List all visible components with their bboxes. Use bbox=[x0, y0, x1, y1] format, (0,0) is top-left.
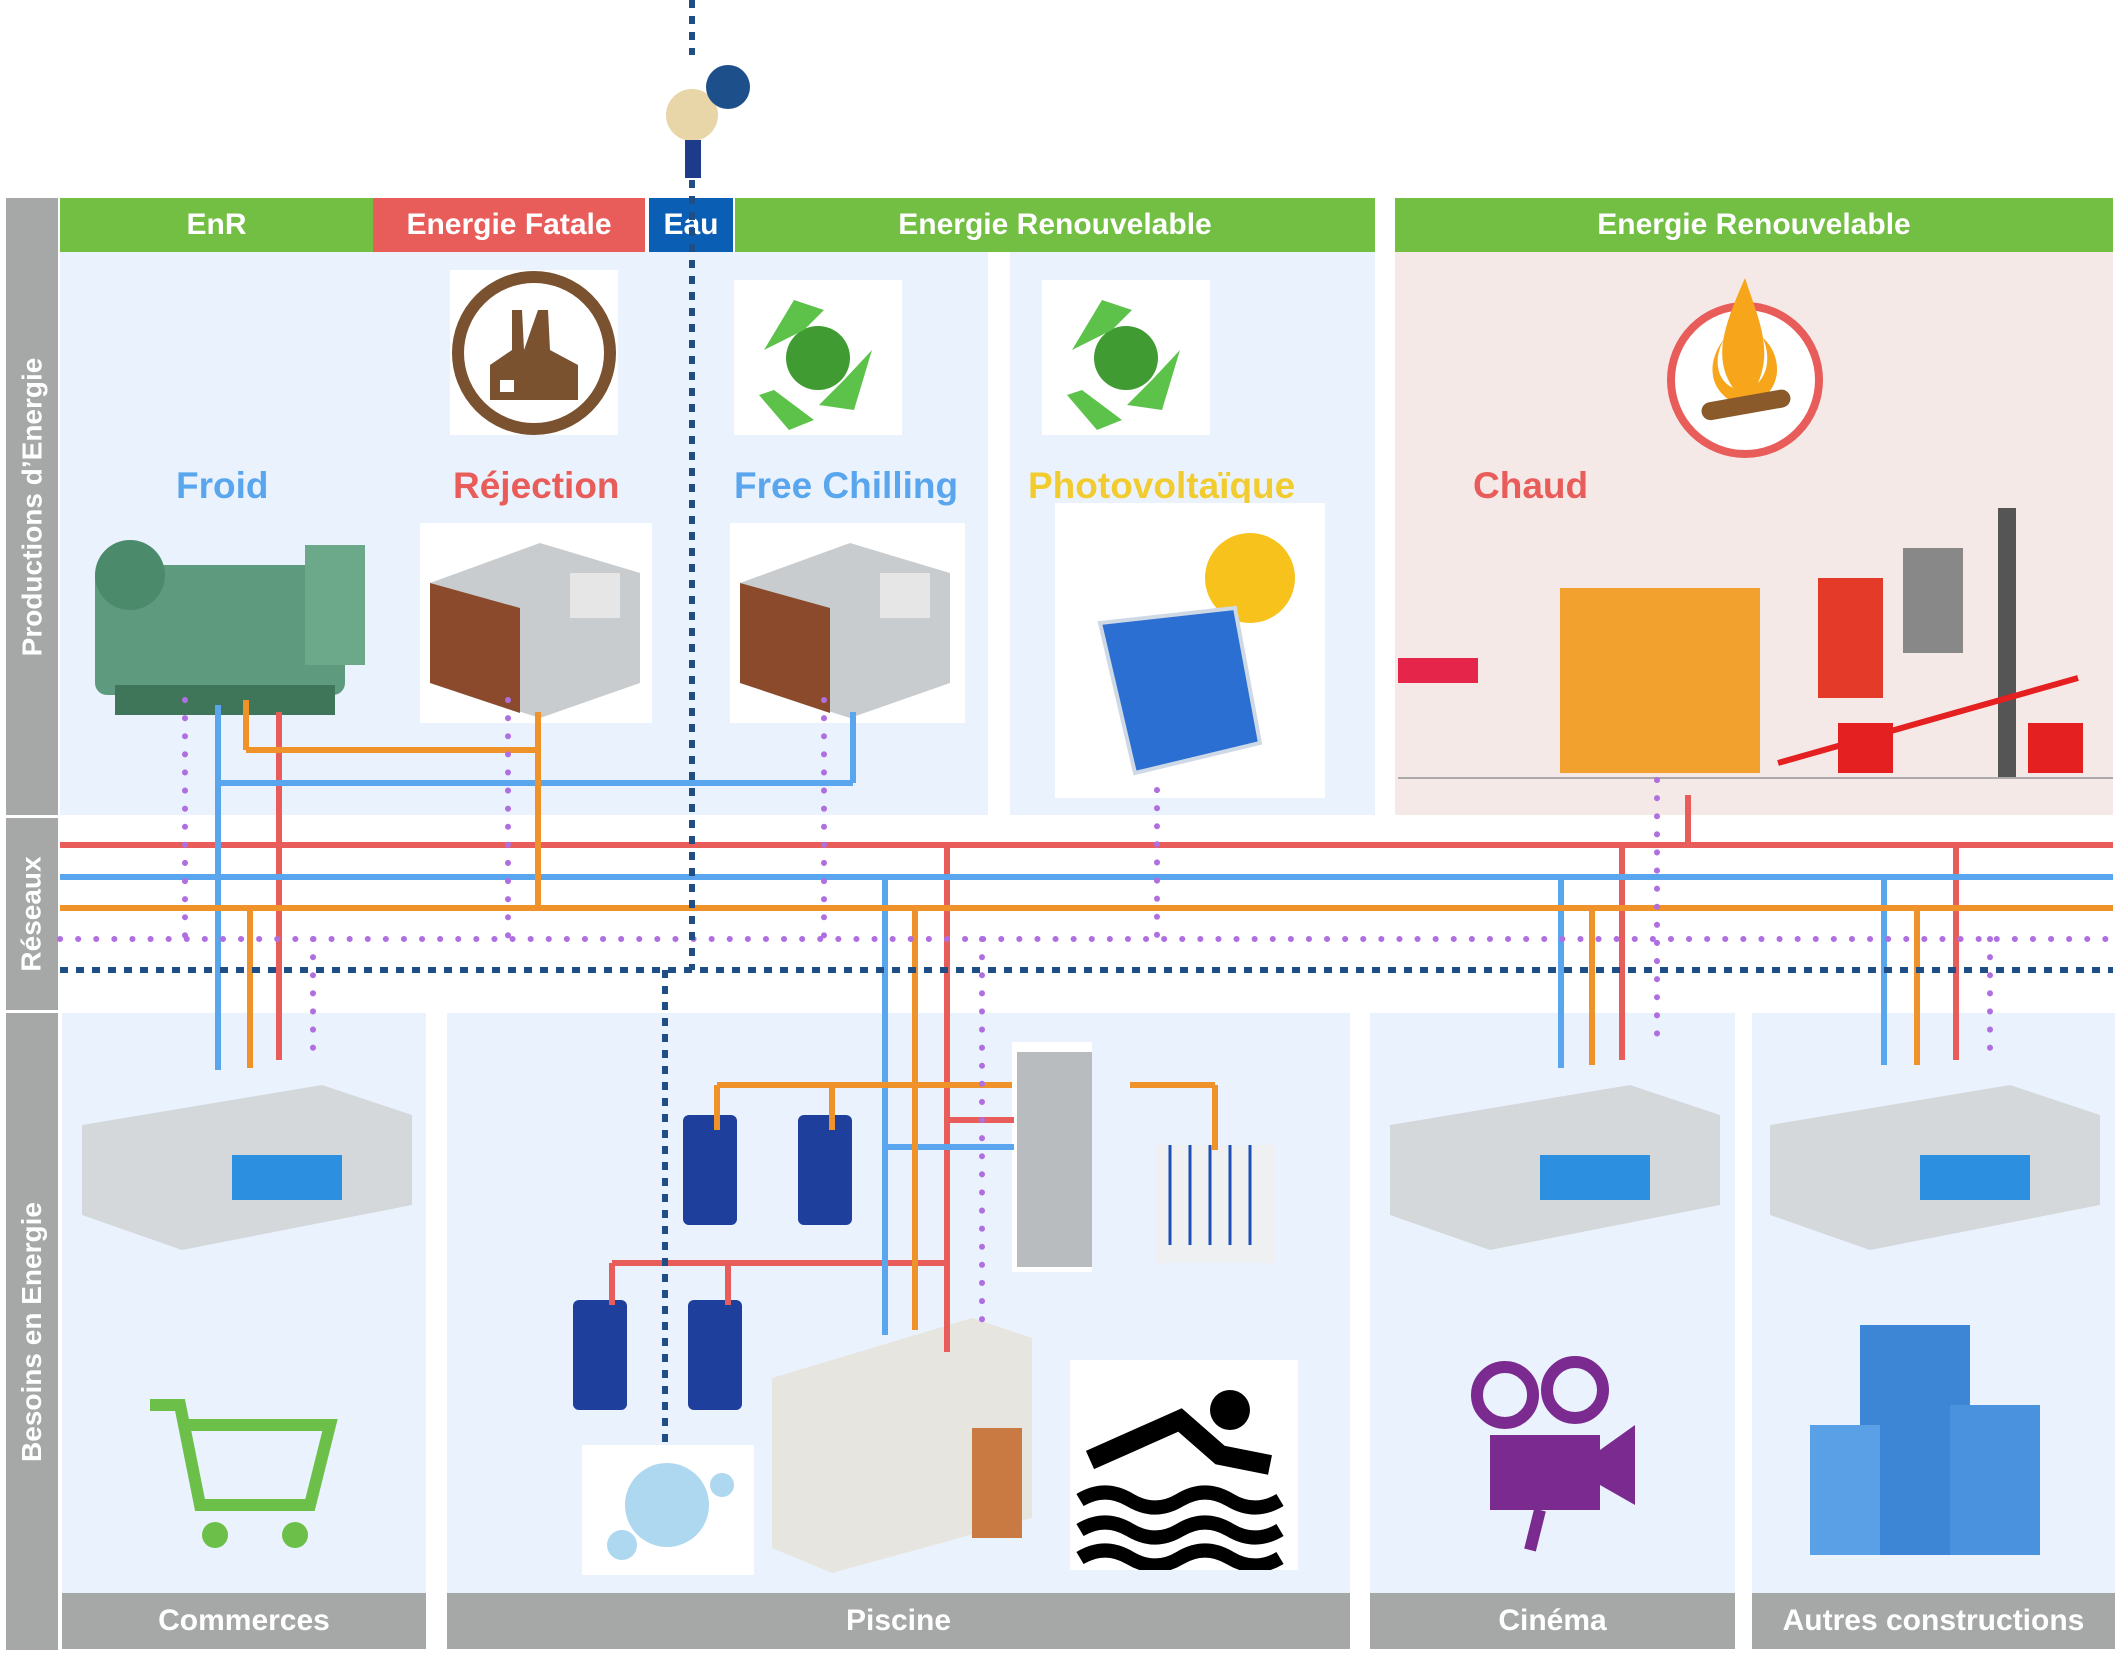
header-energie-renouvelable-2: Energie Renouvelable bbox=[1395, 198, 2113, 252]
plate-heat-exchanger-icon bbox=[675, 1110, 745, 1230]
consumer-label-cinema: Cinéma bbox=[1370, 1593, 1735, 1649]
wood-fire-icon bbox=[1663, 268, 1828, 463]
heat-pump-cabinet-icon bbox=[1012, 1042, 1092, 1272]
network-water bbox=[60, 0, 2113, 1445]
side-label-needs: Besoins en Energie bbox=[6, 1013, 58, 1650]
consumer-label-commerces: Commerces bbox=[62, 1593, 426, 1649]
network-hot bbox=[60, 712, 2113, 1352]
pool-air-handler-icon bbox=[772, 1318, 1032, 1573]
label-rejection: Réjection bbox=[453, 465, 620, 506]
plate-heat-exchanger-icon bbox=[565, 1295, 635, 1415]
label-photovoltaique: Photovoltaïque bbox=[1028, 465, 1296, 506]
factory-icon bbox=[450, 270, 618, 435]
water-drops-icon bbox=[582, 1445, 754, 1575]
network-electric bbox=[57, 697, 2116, 1323]
solar-panel-icon bbox=[1055, 503, 1325, 798]
header-energie-fatale: Energie Fatale bbox=[373, 198, 645, 252]
label-chaud: Chaud bbox=[1473, 465, 1589, 506]
shopping-cart-icon bbox=[140, 1385, 340, 1555]
network-cold bbox=[60, 705, 2113, 1335]
consumer-label-autres: Autres constructions bbox=[1752, 1593, 2115, 1649]
biomass-boiler-icon bbox=[1398, 508, 2113, 790]
header-energie-renouvelable: Energie Renouvelable bbox=[735, 198, 1375, 252]
recycle-globe-icon bbox=[734, 280, 902, 435]
plate-heat-exchanger-icon bbox=[790, 1110, 860, 1230]
swimmer-icon bbox=[1070, 1360, 1298, 1573]
dry-cooler-icon bbox=[730, 523, 965, 723]
side-label-networks: Réseaux bbox=[6, 818, 58, 1010]
label-froid: Froid bbox=[176, 465, 269, 506]
air-handling-unit-icon bbox=[1380, 1055, 1725, 1250]
water-meter-icon bbox=[660, 55, 755, 180]
plate-heat-exchanger-icon bbox=[680, 1295, 750, 1415]
network-warm bbox=[60, 700, 2113, 1330]
dry-cooler-icon bbox=[420, 523, 652, 723]
header-enr: EnR bbox=[60, 198, 373, 252]
underfloor-heating-icon bbox=[1155, 1145, 1275, 1263]
label-free-chilling: Free Chilling bbox=[734, 465, 959, 506]
recycle-globe-icon bbox=[1042, 280, 1210, 435]
film-camera-icon bbox=[1460, 1355, 1640, 1555]
consumer-label-piscine: Piscine bbox=[447, 1593, 1350, 1649]
air-handling-unit-icon bbox=[1760, 1055, 2105, 1250]
chiller-icon bbox=[75, 505, 395, 730]
side-label-production: Productions d’Energie bbox=[6, 198, 58, 815]
building-icon bbox=[1800, 1305, 2050, 1570]
air-handling-unit-icon bbox=[72, 1055, 417, 1250]
